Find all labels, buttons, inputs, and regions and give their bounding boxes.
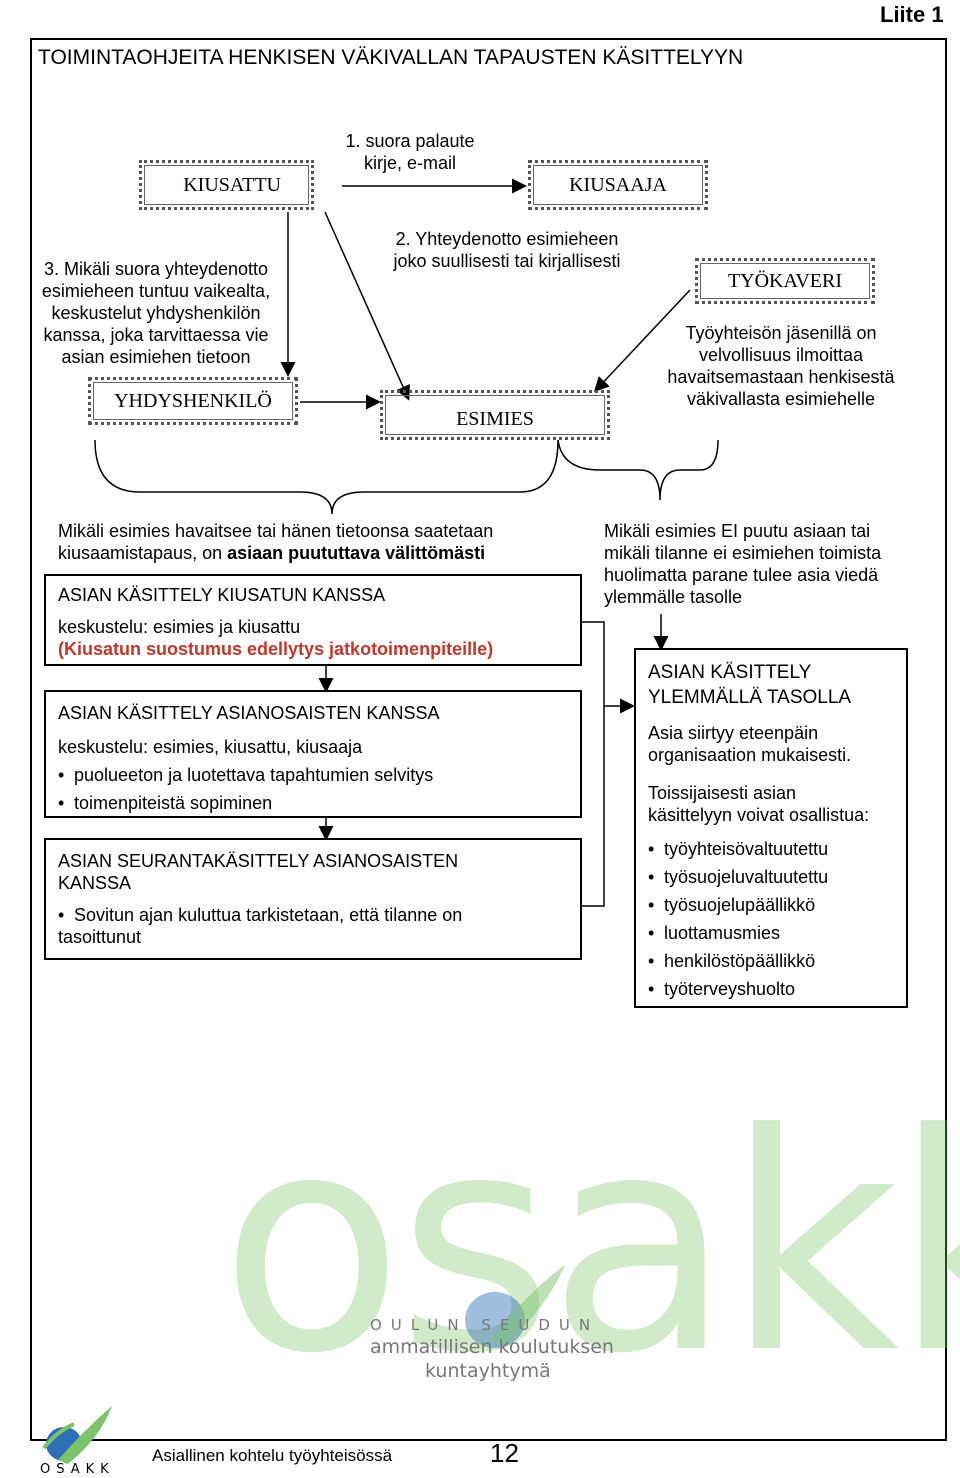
- step3-line: esimieheen tuntuu vaikealta,: [41, 281, 271, 301]
- step2-line1: 2. Yhteydenotto esimieheen: [395, 229, 619, 249]
- watermark-wordmark: osakk: [220, 1070, 960, 1419]
- right-intro-line: ylemmälle tasolle: [604, 587, 743, 607]
- footer-logo-icon: [42, 1406, 112, 1464]
- box3-heading-line2: KANSSA: [58, 873, 132, 893]
- list-item: työsuojeluvaltuutettu: [648, 866, 894, 888]
- coworker-line: velvollisuus ilmoittaa: [698, 345, 864, 365]
- document-frame: [30, 38, 947, 1441]
- follow-up-box: ASIAN SEURANTAKÄSITTELY ASIANOSAISTEN KA…: [44, 838, 582, 960]
- left-intro-emphasis: asiaan puututtava välittömästi: [227, 543, 486, 563]
- list-item: työsuojelupäällikkö: [648, 894, 894, 916]
- step2-text: 2. Yhteydenotto esimieheen joko suullise…: [362, 228, 652, 272]
- watermark-swoosh-icon: [465, 1265, 565, 1348]
- right-intro: Mikäli esimies EI puutu asiaan tai mikäl…: [604, 520, 934, 608]
- upper-box-p1-line2: organisaation mukaisesti.: [648, 745, 852, 765]
- brace-right: [557, 439, 719, 501]
- coworker-line: havaitsemastaan henkisestä: [667, 367, 895, 387]
- watermark-logo: osakk OULUN SEUDUN ammatillisen koulutuk…: [220, 1080, 960, 1430]
- upper-box-p2: Toissijaisesti asian käsittelyyn voivat …: [648, 782, 894, 826]
- handling-with-victim-box: ASIAN KÄSITTELY KIUSATUN KANSSA keskuste…: [44, 574, 582, 666]
- box2-line: keskustelu: esimies, kiusattu, kiusaaja: [58, 737, 363, 757]
- step1-line2: kirje, e-mail: [363, 153, 456, 173]
- footer-caption: Asiallinen kohtelu työyhteisössä: [152, 1446, 393, 1465]
- arrow-tyokaveri-esimies: [593, 289, 691, 393]
- step3-text: 3. Mikäli suora yhteydenotto esimieheen …: [14, 258, 298, 368]
- upper-box-p1: Asia siirtyy eteenpäin organisaation muk…: [648, 722, 894, 766]
- watermark-line1: OULUN SEUDUN: [370, 1316, 600, 1334]
- step3-line: asian esimiehen tietoon: [61, 347, 251, 367]
- list-item: Sovitun ajan kuluttua tarkistetaan, että…: [58, 904, 568, 926]
- box3-bullet-line2: tasoittunut: [58, 927, 142, 947]
- brace-left: [94, 439, 559, 515]
- right-intro-line: Mikäli esimies EI puutu asiaan tai: [604, 521, 871, 541]
- esimies-box: ESIMIES: [380, 390, 610, 440]
- left-intro-line1: Mikäli esimies havaitsee tai hänen tieto…: [58, 521, 494, 541]
- box1-heading: ASIAN KÄSITTELY KIUSATUN KANSSA: [58, 585, 386, 605]
- left-intro-line2: kiusaamistapaus, on: [58, 543, 228, 563]
- coworker-text: Työyhteisön jäsenillä on velvollisuus il…: [650, 322, 912, 410]
- box3-heading-line1: ASIAN SEURANTAKÄSITTELY ASIANOSAISTEN: [58, 851, 459, 871]
- arrow-kiusattu-esimies: [324, 211, 410, 401]
- box1-note: (Kiusatun suostumus edellytys jatkotoime…: [58, 639, 494, 659]
- page-number: 12: [490, 1438, 519, 1468]
- upper-box-p2-line1: Toissijaisesti asian: [648, 783, 797, 803]
- page-title: TOIMINTAOHJEITA HENKISEN VÄKIVALLAN TAPA…: [38, 46, 744, 69]
- connector-left-right: [582, 621, 605, 907]
- step3-line: 3. Mikäli suora yhteydenotto: [43, 259, 269, 279]
- upper-box-p2-line2: käsittelyyn voivat osallistua:: [648, 805, 870, 825]
- upper-box-heading-line2: YLEMMÄLLÄ TASOLLA: [648, 687, 852, 708]
- upper-box-heading-line1: ASIAN KÄSITTELY: [648, 662, 812, 683]
- coworker-line: Työyhteisön jäsenillä on: [685, 323, 877, 343]
- list-item: luottamusmies: [648, 922, 894, 944]
- kiusattu-box: KIUSATTU: [139, 160, 314, 210]
- step3-line: keskustelut yhdyshenkilön: [51, 303, 261, 323]
- corner-label: Liite 1: [880, 2, 944, 27]
- list-item: toimenpiteistä sopiminen: [58, 792, 568, 814]
- coworker-line: väkivallasta esimiehelle: [686, 389, 876, 409]
- list-item: työterveyshuolto: [648, 978, 894, 1000]
- step3-line: kanssa, joka tarvittaessa vie: [43, 325, 269, 345]
- list-item: henkilöstöpäällikkö: [648, 950, 894, 972]
- step2-line2: joko suullisesti tai kirjallisesti: [393, 251, 621, 271]
- kiusaaja-box: KIUSAAJA: [528, 160, 708, 210]
- right-intro-line: huolimatta parane tulee asia viedä: [604, 565, 879, 585]
- box2-bullets: puolueeton ja luotettava tapahtumien sel…: [58, 764, 568, 814]
- participants-list: työyhteisövaltuutettu työsuojeluvaltuute…: [648, 838, 894, 1000]
- footer-logo-text: OSAKK: [40, 1462, 115, 1477]
- tyokaveri-box: TYÖKAVERI: [695, 258, 875, 304]
- handling-with-parties-box: ASIAN KÄSITTELY ASIANOSAISTEN KANSSA kes…: [44, 690, 582, 818]
- list-item: puolueeton ja luotettava tapahtumien sel…: [58, 764, 568, 786]
- list-item: työyhteisövaltuutettu: [648, 838, 894, 860]
- step1-text: 1. suora palaute kirje, e-mail: [340, 130, 480, 174]
- box3-bullets: Sovitun ajan kuluttua tarkistetaan, että…: [58, 904, 568, 926]
- upper-box-p1-line1: Asia siirtyy eteenpäin: [648, 723, 819, 743]
- upper-level-box: ASIAN KÄSITTELY YLEMMÄLLÄ TASOLLA Asia s…: [634, 648, 908, 1008]
- box1-line: keskustelu: esimies ja kiusattu: [58, 617, 301, 637]
- watermark-line2: ammatillisen koulutuksen: [370, 1336, 614, 1358]
- watermark-line3: kuntayhtymä: [425, 1360, 551, 1382]
- box3-bullet-line1: Sovitun ajan kuluttua tarkistetaan, että…: [74, 905, 463, 925]
- right-intro-line: mikäli tilanne ei esimiehen toimista: [604, 543, 882, 563]
- step1-line1: 1. suora palaute: [345, 131, 475, 151]
- box2-heading: ASIAN KÄSITTELY ASIANOSAISTEN KANSSA: [58, 703, 440, 723]
- flow-connectors: [94, 178, 719, 907]
- yhdyshenkilo-box: YHDYSHENKILÖ: [88, 377, 298, 425]
- left-intro: Mikäli esimies havaitsee tai hänen tieto…: [58, 520, 598, 564]
